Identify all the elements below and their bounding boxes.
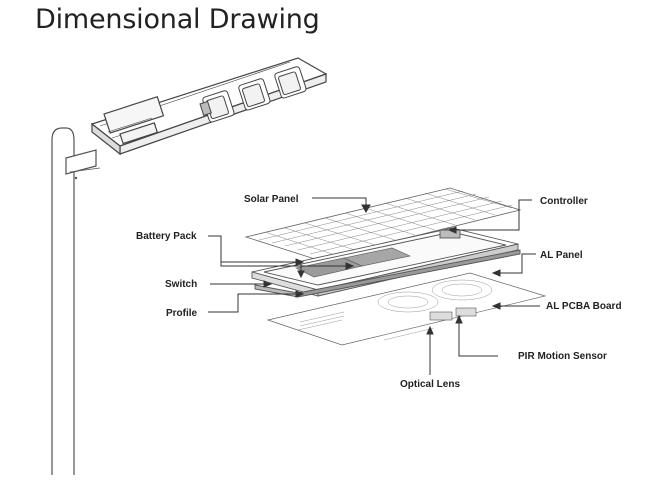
label-switch: Switch	[165, 279, 197, 290]
sensor-window-1	[199, 90, 235, 123]
label-controller: Controller	[540, 196, 588, 207]
leader-lines	[208, 197, 540, 375]
label-pir-motion-sensor: PIR Motion Sensor	[518, 351, 607, 362]
sensor-window-3	[274, 66, 307, 99]
label-al-pcba-board: AL PCBA Board	[546, 301, 622, 312]
controller-box	[439, 229, 461, 239]
page-title: Dimensional Drawing	[35, 4, 320, 35]
diagram-labels: Solar Panel Controller Battery Pack AL P…	[136, 194, 622, 390]
luminaire-head	[90, 57, 328, 156]
street-light-pole	[51, 127, 101, 475]
solar-panel-layer	[244, 187, 522, 261]
al-pcba-board	[266, 272, 547, 346]
label-profile: Profile	[166, 308, 198, 319]
label-optical-lens: Optical Lens	[400, 379, 460, 390]
label-solar-panel: Solar Panel	[244, 194, 299, 205]
label-battery-pack: Battery Pack	[136, 231, 197, 242]
label-al-panel: AL Panel	[540, 250, 583, 261]
sensor-window-2	[238, 78, 271, 111]
